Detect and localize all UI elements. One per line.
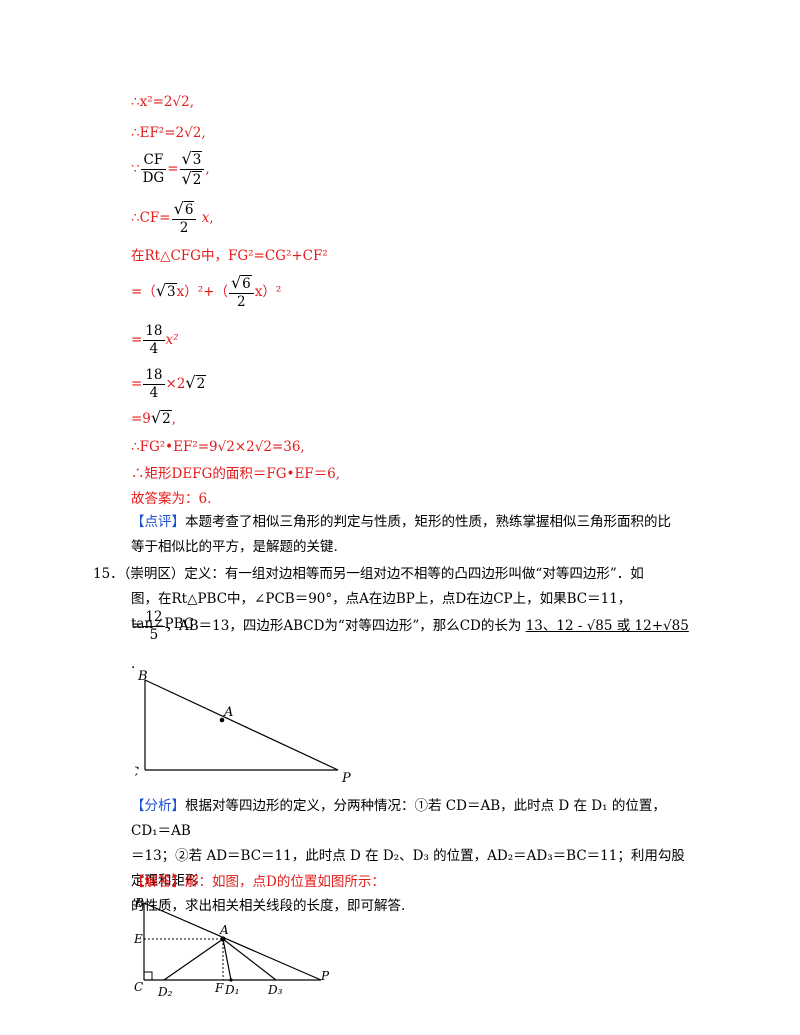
label-d1: D₁ <box>224 983 239 997</box>
comment-tag: 【点评】 <box>131 514 185 530</box>
problem-number: 15． <box>93 566 124 582</box>
label-p-2: P <box>320 969 330 983</box>
label-a-2: A <box>219 923 229 937</box>
label-a: A <box>223 705 233 720</box>
label-d2: D₂ <box>157 985 173 999</box>
because-symbol: ∵ <box>131 161 140 177</box>
label-f: F <box>214 981 224 995</box>
solution-line-10: ∴FG²•EF²=9√2×2√2=36, <box>131 439 305 455</box>
solution-line-11: ∴矩形DEFG的面积＝FG•EF＝6, <box>131 466 341 482</box>
label-b: B <box>137 670 148 684</box>
problem-end: . <box>131 656 136 672</box>
label-p: P <box>341 771 351 785</box>
solution-line-12: 故答案为：6. <box>131 491 212 507</box>
figure-1-triangle: B A C P <box>135 670 351 785</box>
problem-15: 15．（崇明区）定义：有一组对边相等而另一组对边不相等的凸四边形叫做“对等四边形… <box>93 566 644 632</box>
label-d3: D₃ <box>267 983 283 997</box>
analysis-tag: 【分析】 <box>131 798 185 814</box>
solution-line-1: ∴x²=2√2, <box>131 94 194 110</box>
solution-line-9: =9√2, <box>131 408 176 427</box>
label-c-2: C <box>134 980 143 994</box>
solution-tag: 【解答】 <box>131 874 185 890</box>
label-e: E <box>133 932 143 946</box>
solution-heading: 【解答】解：如图，点D的位置如图所示： <box>131 874 385 890</box>
answer-blank: 13、12 - √85 或 12+√85 <box>525 618 689 634</box>
analysis-paragraph: 【分析】根据对等四边形的定义，分两种情况：①若 CD＝AB，此时点 D 在 D₁… <box>131 798 685 914</box>
solution-line-2: ∴EF²=2√2, <box>131 125 206 141</box>
label-c: C <box>135 765 139 780</box>
fraction-sqrt3-sqrt2: √3√2 <box>179 150 205 189</box>
label-b-2: B <box>134 896 144 910</box>
comment-paragraph: 【点评】本题考查了相似三角形的判定与性质，矩形的性质，熟练掌握相似三角形面积的比… <box>131 514 671 555</box>
figure-2-diagram: B E A C P D₂ F D₁ D₃ <box>133 896 330 999</box>
solution-line-5: 在Rt△CFG中，FG²=CG²+CF² <box>131 248 328 264</box>
